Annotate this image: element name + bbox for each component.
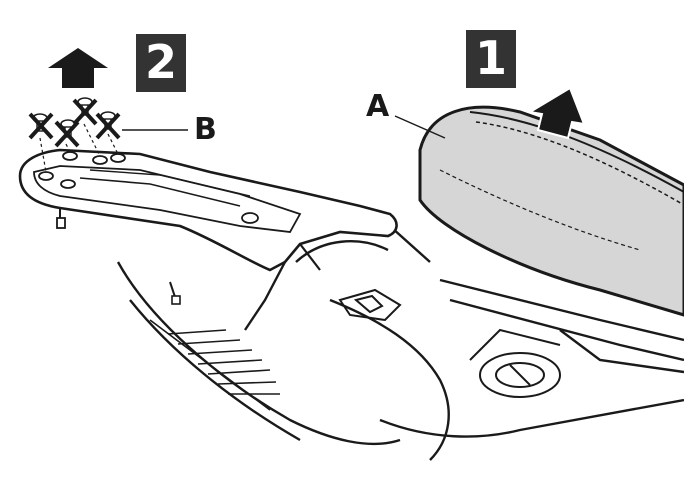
step-2-number: 2 [144, 35, 177, 89]
rack-mount-holes [38, 151, 259, 224]
step-2-badge: 2 [136, 34, 186, 92]
seat-icon [418, 105, 684, 317]
luggage-rack [18, 148, 398, 331]
step-1-number: 1 [474, 31, 507, 85]
callout-b-label: B [194, 112, 217, 147]
up-arrow-icon [527, 86, 586, 140]
screw-guide-lines [39, 123, 119, 173]
up-arrow-icon [48, 48, 108, 88]
step-1-badge: 1 [466, 30, 516, 88]
fuel-cap-icon [469, 328, 561, 398]
callout-a-leader [394, 115, 446, 139]
screw-icon [28, 97, 121, 148]
seat-latch-icon [338, 288, 402, 322]
side-panel-vents [149, 319, 280, 411]
callout-a-label: A [366, 89, 390, 124]
